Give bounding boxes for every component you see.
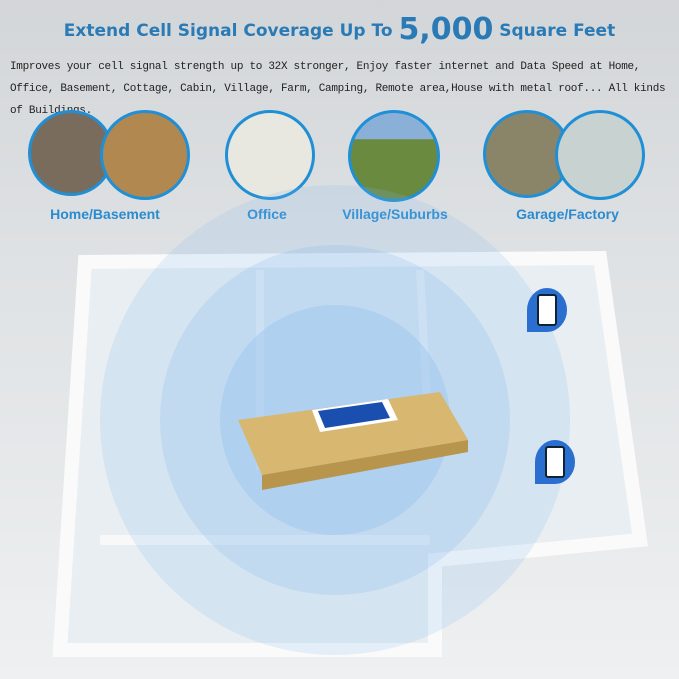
label-home-basement: Home/Basement — [50, 206, 160, 222]
house-outer-wall — [52, 250, 648, 657]
phone-signal-icon — [527, 288, 567, 332]
headline: Extend Cell Signal Coverage Up To 5,000 … — [0, 12, 679, 47]
device-lcd-screen — [318, 402, 390, 428]
label-village: Village/Suburbs — [342, 206, 448, 222]
signal-booster-device — [238, 392, 468, 490]
factory-photo — [555, 110, 645, 200]
headline-prefix: Extend Cell Signal Coverage Up To — [63, 21, 393, 41]
label-garage-factory: Garage/Factory — [516, 206, 619, 222]
phone-signal-icon — [535, 440, 575, 484]
headline-suffix: Square Feet — [499, 21, 616, 41]
label-office: Office — [247, 206, 287, 222]
village-photo — [348, 110, 440, 202]
basement-photo — [100, 110, 190, 200]
office-photo — [225, 110, 315, 200]
headline-number: 5,000 — [398, 12, 494, 47]
